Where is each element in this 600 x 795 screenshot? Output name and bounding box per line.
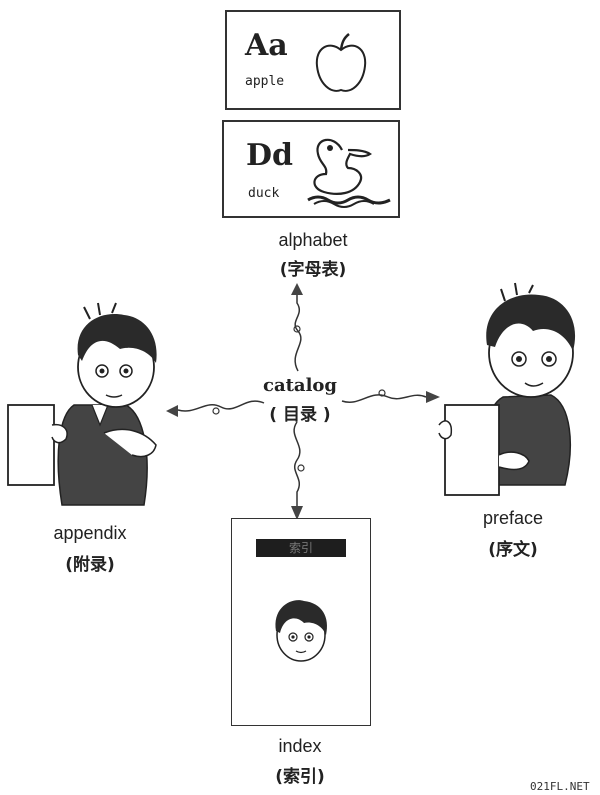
catalog-label-zh: ( 目录 ) (269, 405, 331, 425)
alphabet-label: alphabet (278, 230, 348, 250)
catalog-label: catalog (262, 375, 338, 396)
boy-with-paper-appendix (7, 302, 157, 506)
boy-with-paper-preface (438, 282, 576, 496)
alphabet-label-zh: (字母表) (279, 260, 347, 280)
index-book: 索引 (231, 518, 371, 726)
index-label-zh: (索引) (275, 767, 325, 787)
card-word: duck (248, 186, 280, 201)
card-letters: Dd (246, 138, 293, 173)
arrow-right (341, 389, 440, 403)
arrow-down (291, 421, 305, 520)
watermark: 021FL.NET (530, 780, 590, 793)
card-letters: Aa (245, 28, 288, 63)
preface-label-zh: (序文) (488, 540, 538, 560)
preface-label: preface (482, 508, 544, 528)
arrow-left (166, 400, 265, 417)
alphabet-card-apple: Aa apple (225, 10, 401, 110)
index-label: index (278, 736, 322, 756)
apple-icon (315, 33, 367, 92)
appendix-label: appendix (53, 523, 127, 543)
appendix-label-zh: (附录) (65, 555, 115, 575)
arrow-up (291, 283, 303, 372)
alphabet-card-duck: Dd duck (222, 120, 400, 218)
boy-face-icon (275, 600, 328, 662)
duck-icon (307, 138, 391, 208)
index-header-bar: 索引 (256, 539, 346, 557)
card-word: apple (245, 74, 285, 89)
